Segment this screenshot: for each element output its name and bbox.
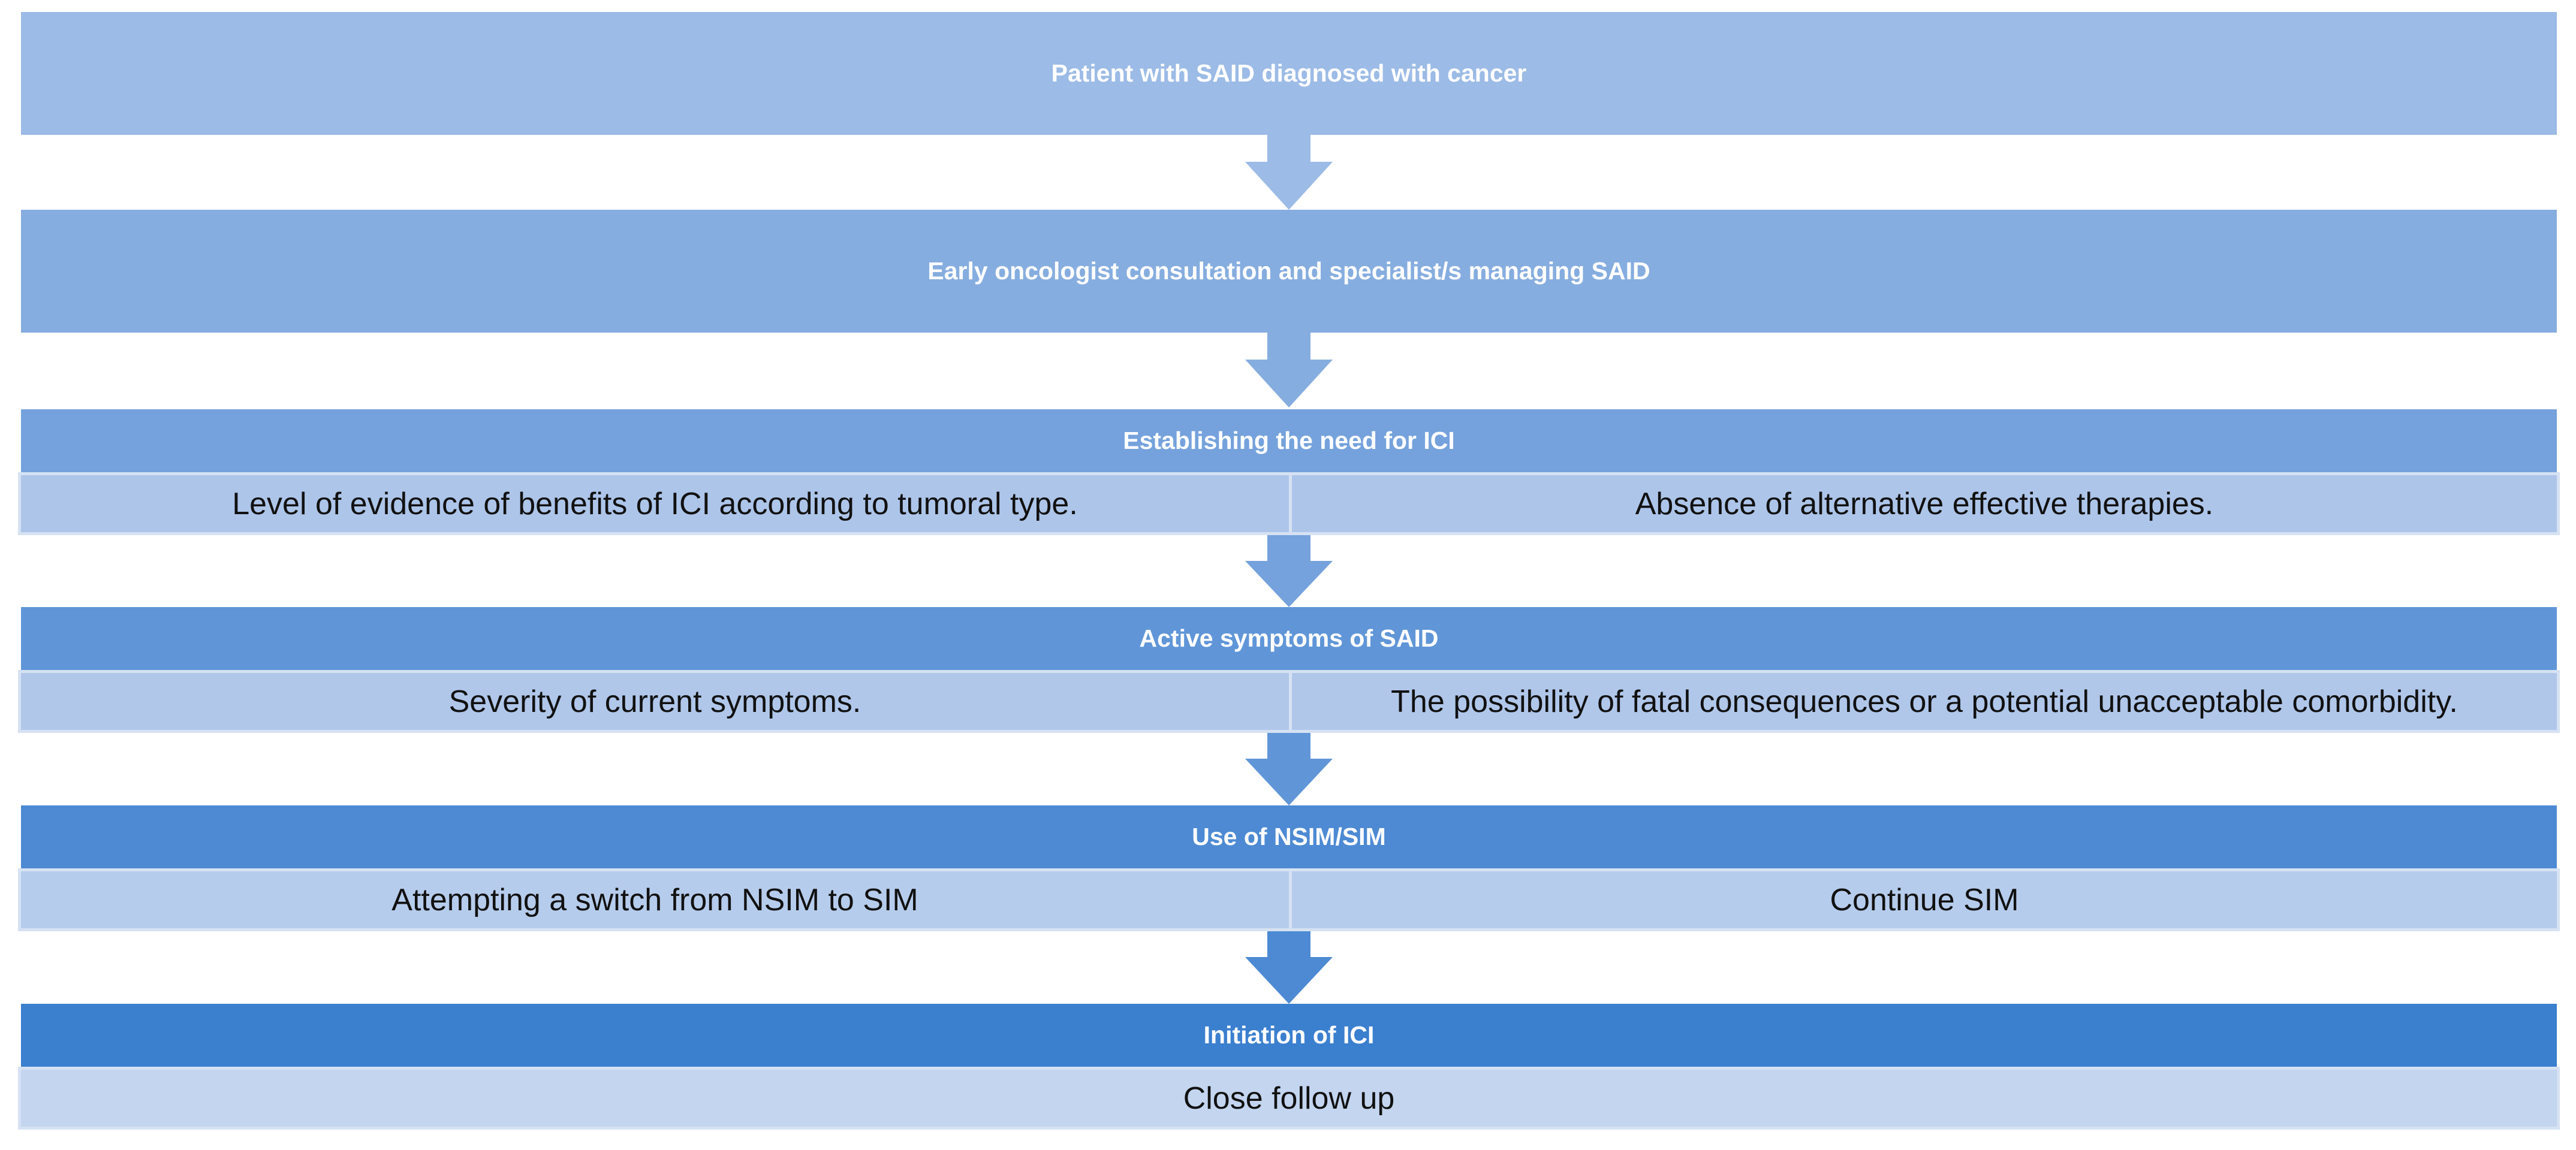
step-4-title: Active symptoms of SAID <box>1139 624 1439 652</box>
step-5-left-criterion: Attempting a switch from NSIM to SIM <box>18 868 1292 931</box>
step-5-right-text: Continue SIM <box>1830 882 2019 917</box>
step-6-title: Initiation of ICI <box>1203 1021 1375 1049</box>
step-3-right-criterion: Absence of alternative effective therapi… <box>1289 472 2560 535</box>
down-arrow-icon <box>1245 135 1333 210</box>
step-nsim-sim-header: Use of NSIM/SIM <box>21 805 2557 868</box>
step-4-left-text: Severity of current symptoms. <box>448 684 861 719</box>
step-initiation-ici-header: Initiation of ICI <box>21 1004 2557 1067</box>
step-2-title: Early oncologist consultation and specia… <box>927 257 1650 285</box>
step-5-title: Use of NSIM/SIM <box>1192 823 1386 850</box>
down-arrow-icon <box>1245 931 1333 1004</box>
step-oncologist-consultation: Early oncologist consultation and specia… <box>21 210 2557 333</box>
step-patient-diagnosed: Patient with SAID diagnosed with cancer <box>21 12 2557 135</box>
step-4-right-text: The possibility of fatal consequences or… <box>1391 684 2458 719</box>
step-4-left-criterion: Severity of current symptoms. <box>18 670 1292 733</box>
step-5-left-text: Attempting a switch from NSIM to SIM <box>391 882 918 917</box>
down-arrow-icon <box>1245 535 1333 607</box>
step-3-left-criterion: Level of evidence of benefits of ICI acc… <box>18 472 1292 535</box>
step-3-title: Establishing the need for ICI <box>1123 427 1455 454</box>
step-3-right-text: Absence of alternative effective therapi… <box>1635 486 2214 521</box>
step-establishing-need-header: Establishing the need for ICI <box>21 409 2557 472</box>
step-5-right-criterion: Continue SIM <box>1289 868 2560 931</box>
down-arrow-icon <box>1245 733 1333 805</box>
step-active-symptoms-header: Active symptoms of SAID <box>21 607 2557 670</box>
step-1-title: Patient with SAID diagnosed with cancer <box>1051 59 1527 87</box>
step-3-left-text: Level of evidence of benefits of ICI acc… <box>232 486 1078 521</box>
step-6-full-text: Close follow up <box>1183 1080 1395 1116</box>
step-6-follow-up: Close follow up <box>18 1067 2560 1130</box>
down-arrow-icon <box>1245 333 1333 408</box>
step-4-right-criterion: The possibility of fatal consequences or… <box>1289 670 2560 733</box>
